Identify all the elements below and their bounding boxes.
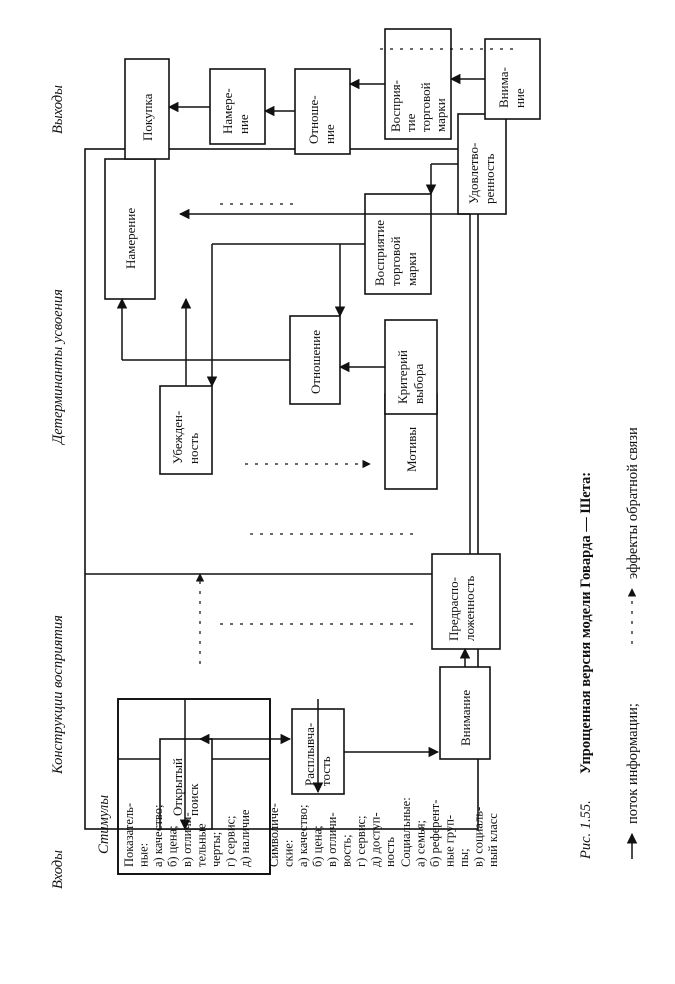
satisfaction-label: Удовлетво-ренность <box>466 143 497 204</box>
ambiguity-label: Расплывча-тость <box>302 723 333 786</box>
out-brand-label: Восприя-тиеторговоймарки <box>388 80 448 132</box>
stimuli-heading: Стимулы <box>96 795 112 854</box>
perception-heading: Конструкции восприятия <box>50 615 66 775</box>
bias-label: Предраспо-ложенность <box>446 576 477 641</box>
caption-figure: Рис. 1.55. <box>578 800 594 860</box>
intention-label: Намерение <box>123 208 138 269</box>
main-frame <box>84 148 479 830</box>
search-label: Открытыйпоиск <box>170 758 201 816</box>
caption-title: Упрощенная версия модели Говарда — Шета: <box>578 472 594 774</box>
stimuli-social-text: Социальные:а) семья;б) референт-ные груп… <box>399 797 500 867</box>
out-attitude-label: Отноше-ние <box>306 95 337 144</box>
out-purchase-label: Покупка <box>140 93 155 141</box>
learning-heading: Детерминанты усвоения <box>50 289 66 446</box>
rotated-diagram: Входы Стимулы Конструкции восприятия Дет… <box>50 28 641 889</box>
out-attention-label: Внима-ние <box>496 67 527 108</box>
confidence-label: Убежден-ность <box>170 411 201 464</box>
inputs-heading: Входы <box>50 850 66 889</box>
outputs-heading: Выходы <box>50 85 66 134</box>
out-intention-label: Намере-ние <box>220 88 251 134</box>
legend-dashed-label: эффекты обратной связи <box>625 427 641 579</box>
stimuli-symbolic-text: Символиче-ские:а) качество;б) цена;в) от… <box>267 803 397 867</box>
motives-label: Мотивы <box>404 427 419 472</box>
brand-label: Восприятиеторговоймарки <box>372 220 419 286</box>
legend-solid-label: поток информации; <box>625 703 641 824</box>
attitude-label: Отношение <box>308 330 323 394</box>
criteria-label: Критерийвыбора <box>395 350 426 404</box>
labels-layer: Показатель-ные:а) качество;б) цена;в) от… <box>122 67 527 867</box>
stimuli-significative-text: Показатель-ные:а) качество;б) цена;в) от… <box>122 803 252 867</box>
attention-label: Внимание <box>458 690 473 746</box>
